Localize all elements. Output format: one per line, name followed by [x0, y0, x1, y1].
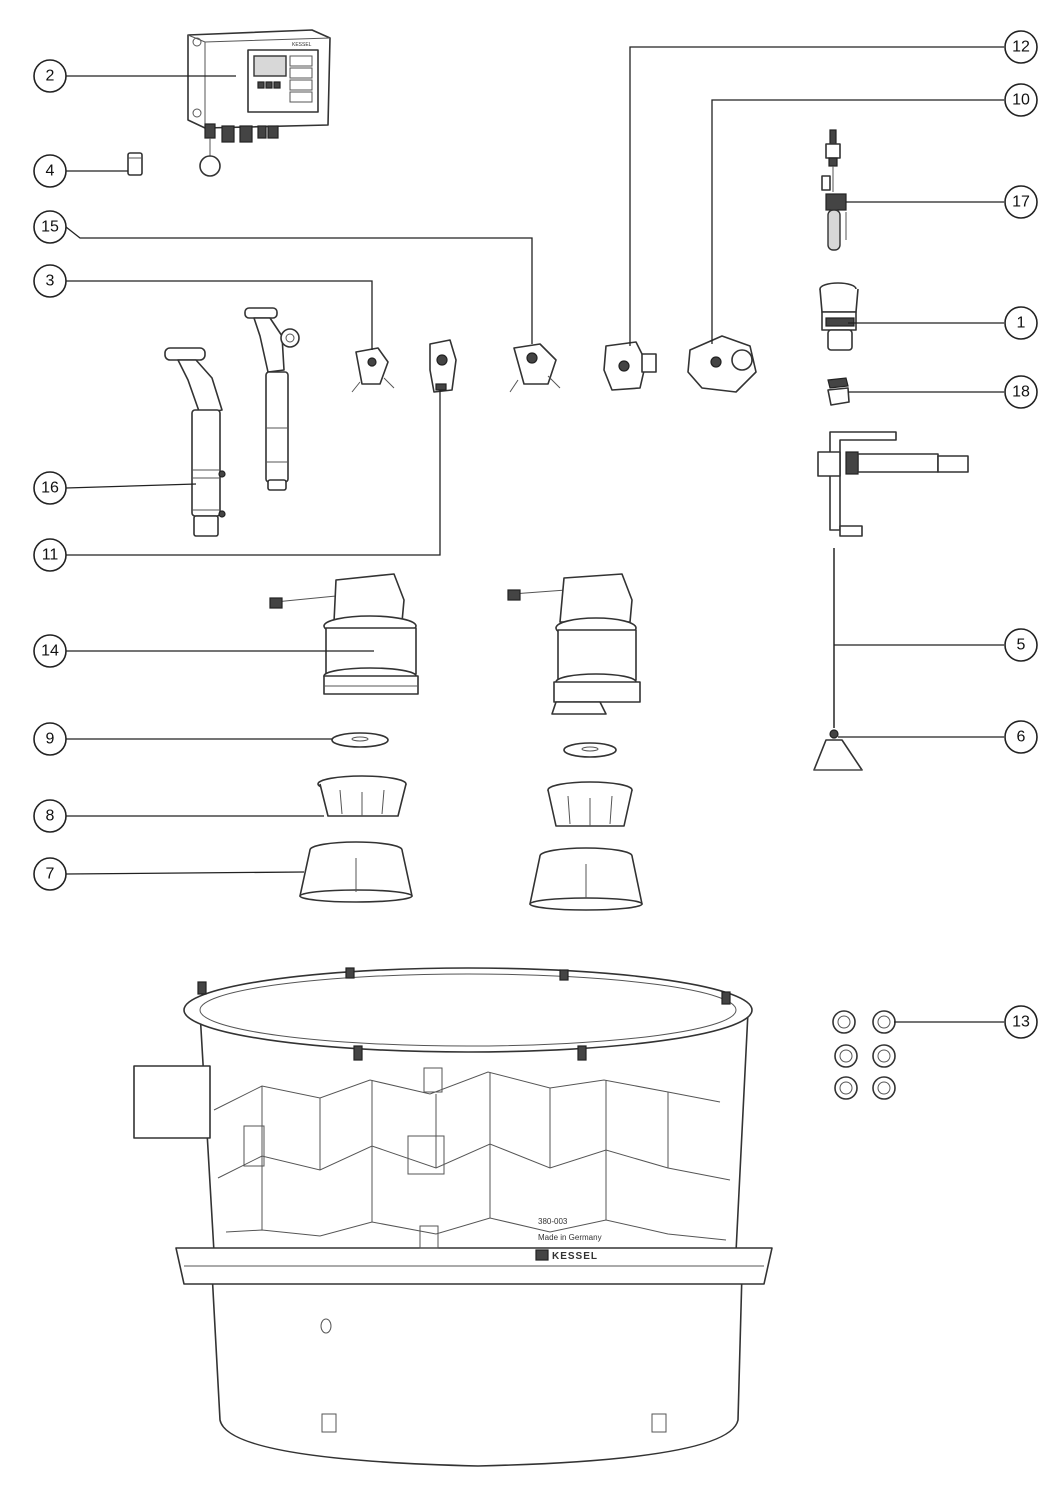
callout-7-label: 7 [46, 866, 55, 883]
callout-12: 12 [1004, 30, 1038, 64]
callout-8-label: 8 [46, 808, 55, 825]
leader-10 [711, 99, 1004, 344]
callout-2: 2 [33, 59, 67, 93]
callout-11-label: 11 [42, 547, 59, 564]
callout-2-label: 2 [46, 68, 55, 85]
callout-14: 14 [33, 634, 67, 668]
callout-16-label: 16 [41, 480, 59, 497]
valve-part-b [509, 343, 561, 393]
pump-right-part [507, 573, 641, 715]
callout-14-label: 14 [41, 643, 59, 660]
tank-made-in: Made in Germany [538, 1233, 602, 1242]
callout-8: 8 [33, 799, 67, 833]
callout-17: 17 [1004, 185, 1038, 219]
impeller-right-part [563, 742, 617, 758]
small-cap-part [127, 152, 143, 176]
callout-3: 3 [33, 264, 67, 298]
callout-15-label: 15 [41, 219, 59, 236]
callout-4-label: 4 [46, 163, 55, 180]
callout-13: 13 [1004, 1005, 1038, 1039]
callout-1: 1 [1004, 306, 1038, 340]
callout-11: 11 [33, 538, 67, 572]
leader-7 [65, 871, 305, 875]
callout-10-label: 10 [1012, 92, 1030, 109]
adapter-part [819, 282, 859, 351]
collection-tank: 380-003 Made in Germany KESSEL [133, 967, 773, 1467]
control-unit-brand: KESSEL [292, 42, 312, 48]
inlet-pipe-part [164, 347, 226, 537]
leader-lines [65, 46, 1004, 1023]
callout-18-label: 18 [1012, 384, 1030, 401]
callout-6-label: 6 [1017, 729, 1026, 746]
leader-16 [65, 483, 197, 489]
valve-part-a [351, 347, 395, 393]
cone-foot-part [813, 729, 863, 771]
pump-left-part [269, 573, 419, 695]
callout-17-label: 17 [1012, 194, 1030, 211]
callout-7: 7 [33, 857, 67, 891]
callout-13-label: 13 [1012, 1014, 1030, 1031]
pump-valve-part [687, 335, 757, 393]
leader-11 [66, 390, 441, 556]
pump-housing-left-part [317, 775, 407, 817]
callout-9-label: 9 [46, 731, 55, 748]
seal-ring-part [827, 377, 850, 406]
callout-12-label: 12 [1012, 39, 1030, 56]
tank-brand: KESSEL [552, 1251, 598, 1262]
callout-18: 18 [1004, 375, 1038, 409]
outlet-pipe-part [244, 307, 300, 491]
callout-1-label: 1 [1017, 315, 1026, 332]
callout-16: 16 [33, 471, 67, 505]
control-unit-part: KESSEL [187, 29, 331, 177]
seal-ring-set-part [832, 1010, 896, 1100]
callout-4: 4 [33, 154, 67, 188]
probe-part [821, 129, 847, 251]
leader-15 [65, 226, 533, 344]
leader-12 [629, 46, 1004, 346]
tank-part-number: 380-003 [538, 1217, 568, 1226]
leader-3 [66, 280, 373, 350]
callout-15: 15 [33, 210, 67, 244]
callout-10: 10 [1004, 83, 1038, 117]
flap-part [429, 339, 457, 393]
pump-base-left-part [299, 841, 413, 903]
backflow-valve-part [603, 341, 657, 391]
pump-housing-right-part [547, 781, 633, 827]
callout-5: 5 [1004, 628, 1038, 662]
callout-3-label: 3 [46, 273, 55, 290]
callout-5-label: 5 [1017, 637, 1026, 654]
mounting-bracket-part [817, 431, 969, 537]
pump-base-right-part [529, 847, 643, 911]
impeller-left-part [331, 732, 389, 748]
callout-9: 9 [33, 722, 67, 756]
callout-6: 6 [1004, 720, 1038, 754]
